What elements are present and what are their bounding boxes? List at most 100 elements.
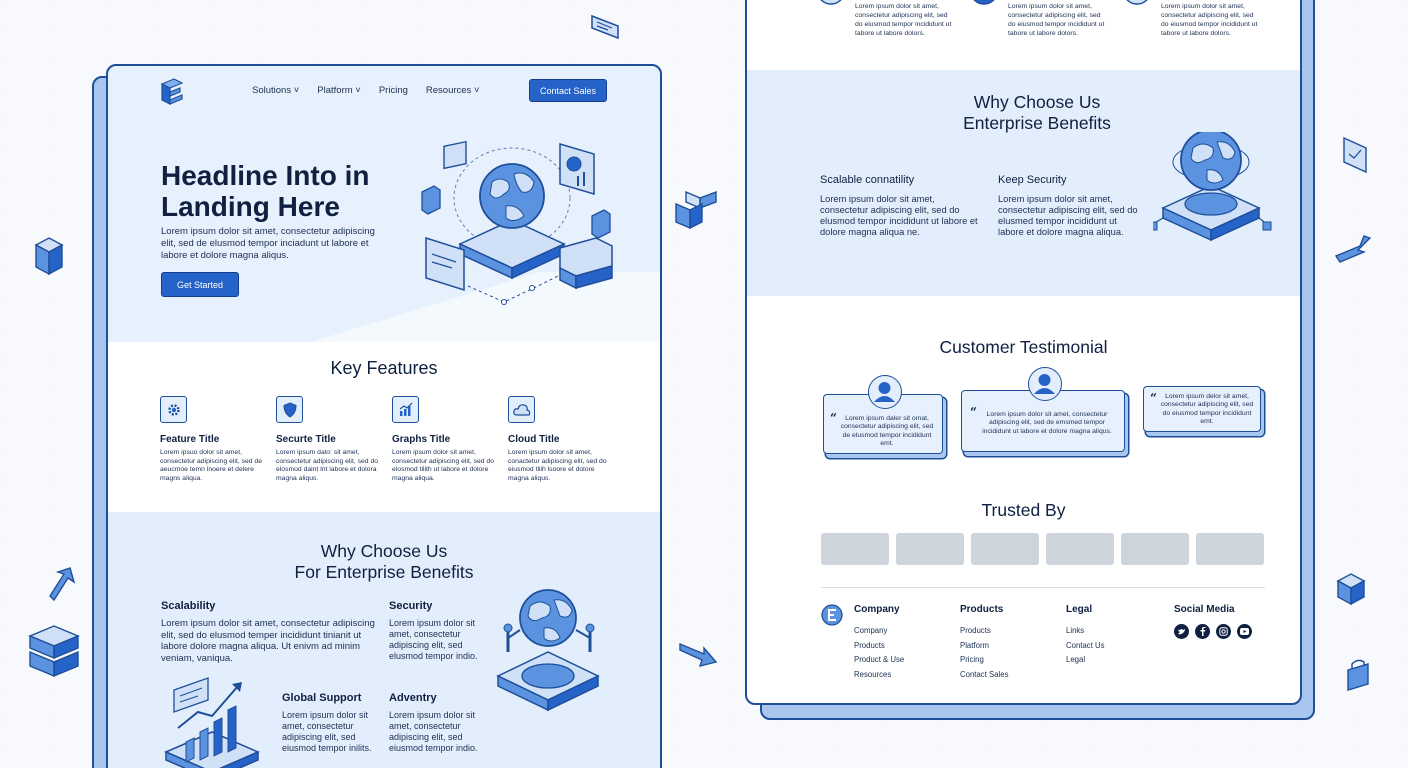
footer-link[interactable]: Contact Us	[1066, 640, 1105, 650]
footer-link[interactable]: Resources	[854, 669, 892, 679]
nav-links: Solutions ˅ Platform ˅ Pricing Resources…	[252, 85, 480, 96]
twitter-icon[interactable]	[1174, 624, 1189, 639]
benefit-scalable: Scalable connatility Lorem ipsum dolor s…	[820, 174, 978, 238]
nav-platform[interactable]: Platform ˅	[317, 85, 361, 96]
nav-pricing[interactable]: Pricing	[378, 85, 408, 96]
floating-card-icon	[591, 14, 619, 40]
quote-icon: “	[970, 405, 977, 419]
testimonial-card: “ Lorem ipsum daler sit omat, consectetu…	[823, 375, 943, 454]
client-logo-placeholder	[1196, 533, 1264, 565]
floating-arrow-right-icon	[679, 642, 718, 667]
client-logo-placeholder	[971, 533, 1039, 565]
quote-icon: “	[830, 411, 837, 425]
cloud-icon	[508, 396, 535, 423]
floating-stack-icon	[28, 625, 80, 678]
why-choose-title-line-1: Why Choose Us	[320, 541, 448, 561]
hero-illustration	[421, 140, 613, 305]
footer-link[interactable]: Platform	[960, 640, 990, 650]
top-item-text: Lorem ipsum dolor sit amet, consectetur …	[1008, 3, 1105, 37]
footer-link[interactable]: Legal	[1066, 655, 1086, 664]
benefit-title: Adventry	[389, 692, 437, 704]
contact-sales-button[interactable]: Contact Sales	[529, 79, 607, 102]
feature-card: Cloud Title Lorem ipsum dolor sit amet, …	[508, 396, 624, 483]
client-logo-placeholder	[821, 533, 889, 565]
footer-column-title: Social Media	[1174, 604, 1235, 615]
floating-arrow-icon	[49, 567, 76, 602]
floating-cube-right-icon	[1336, 573, 1366, 606]
globe-people-illustration	[496, 589, 600, 712]
benefit-title: Keep Security	[998, 174, 1067, 186]
testimonial-card: “ Lorem ipsum dolor sit amet, consectetu…	[961, 367, 1125, 452]
top-item-text: Lorem ipsum dolor sit amet, consectetur …	[855, 3, 952, 37]
gear-icon	[160, 396, 187, 423]
user-icon	[1034, 374, 1055, 394]
feature-text: Lorem ipsuo dolor sit amet, consectetur …	[160, 449, 263, 482]
floating-lock-icon	[1347, 659, 1369, 691]
footer-divider	[821, 587, 1265, 588]
why-choose-title-line-2: Enterprise Benefits	[963, 113, 1111, 133]
top-item: Lorem ipsum dolor sit amet, consectetur …	[1123, 0, 1276, 38]
why-choose-title: Why Choose Us Enterprise Benefits	[867, 92, 1207, 134]
why-choose-title-line-1: Why Choose Us	[973, 92, 1101, 112]
shield-icon	[276, 396, 303, 423]
landing-page-preview-right: Lorem ipsum dolor sit amet, consectetur …	[745, 0, 1302, 705]
feature-text: Lorem ipsum dolor sit amet, consectetur …	[392, 449, 495, 482]
nav-resources[interactable]: Resources ˅	[425, 85, 480, 96]
footer-column-social: Social Media	[1174, 604, 1252, 639]
benefit-text: Lorem ipsum dolor sit amet, consectetur …	[389, 618, 478, 661]
youtube-icon[interactable]	[1237, 624, 1252, 639]
footer-link[interactable]: Pricing	[960, 655, 984, 664]
hero-headline-line-2: Landing Here	[161, 191, 340, 222]
feature-title: Feature Title	[160, 434, 220, 445]
footer-link[interactable]: Products	[854, 640, 885, 650]
benefit-text: Lorem ipsum dolor sit amet, consectetur …	[282, 710, 372, 753]
footer-column-title: Company	[854, 604, 900, 615]
testimonial-text: Lorem ipsum daler sit omat, consectetur …	[840, 415, 934, 448]
facebook-icon[interactable]	[1195, 624, 1210, 639]
floating-cube-icon	[34, 237, 64, 276]
footer-logo-icon[interactable]	[821, 604, 843, 626]
benefit-text: Lorem ipsum dolor sit amet, consectetur …	[161, 618, 375, 664]
benefit-title: Global Support	[282, 692, 362, 704]
footer-link[interactable]: Links	[1066, 626, 1085, 635]
client-logo-placeholder	[1121, 533, 1189, 565]
top-item: Lorem ipsum dolor sit amet, consectetur …	[817, 0, 970, 38]
hero-headline-line-1: Headline Into in	[161, 160, 370, 191]
testimonial-text: Lorem ipsum delor sit amet, consectetur …	[1160, 393, 1254, 426]
trusted-logos	[821, 533, 1264, 565]
growth-chart-illustration	[164, 677, 260, 768]
benefit-title: Scalability	[161, 600, 216, 612]
avatar-icon	[1126, 0, 1148, 5]
get-started-button[interactable]: Get Started	[161, 272, 239, 297]
testimonial-text: Lorem ipsum dolor sit amet, consectetur …	[982, 411, 1112, 435]
floating-arrow-left-icon	[1334, 235, 1372, 263]
globe-platform-illustration	[1153, 132, 1272, 242]
footer-link[interactable]: Contact Sales	[960, 669, 1009, 679]
footer-column-products: Products Products Platform Pricing Conta…	[960, 604, 1009, 682]
footer-column-title: Products	[960, 604, 1004, 615]
footer-link[interactable]: Product & Use	[854, 655, 905, 664]
floating-tile-icon	[1343, 136, 1367, 174]
why-choose-title: Why Choose Us For Enterprise Benefits	[108, 541, 660, 583]
chart-icon	[392, 396, 419, 423]
client-logo-placeholder	[896, 533, 964, 565]
benefit-adventry: Adventry Lorem ipsum dolor sit amet, con…	[389, 692, 481, 754]
benefit-scalability: Scalability Lorem ipsum dolor sit amet, …	[161, 600, 377, 664]
benefit-text: Lorem ipsum dolor sit amet, consectetur …	[389, 710, 478, 753]
nav-solutions[interactable]: Solutions ˅	[252, 85, 300, 96]
logo-icon[interactable]	[160, 78, 184, 106]
user-icon	[874, 382, 895, 402]
feature-title: Securte Title	[276, 434, 336, 445]
key-features-title: Key Features	[330, 358, 438, 378]
top-item: Lorem ipsum dolor sit amet, consectetur …	[970, 0, 1123, 38]
feature-text: Lorem ipsum dolor sit amet, conactetur a…	[508, 449, 607, 482]
top-navigation: Solutions ˅ Platform ˅ Pricing Resources…	[108, 66, 660, 118]
instagram-icon[interactable]	[1216, 624, 1231, 639]
social-icons	[1174, 624, 1252, 639]
footer-link[interactable]: Company	[854, 626, 888, 635]
footer-column-company: Company Company Products Product & Use R…	[854, 604, 904, 682]
feature-title: Cloud Title	[508, 434, 560, 445]
footer-link[interactable]: Products	[960, 626, 991, 635]
feature-card: Securte Title Lorem ipsum dalo: sit amet…	[276, 396, 392, 483]
why-choose-title-line-2: For Enterprise Benefits	[294, 562, 474, 582]
